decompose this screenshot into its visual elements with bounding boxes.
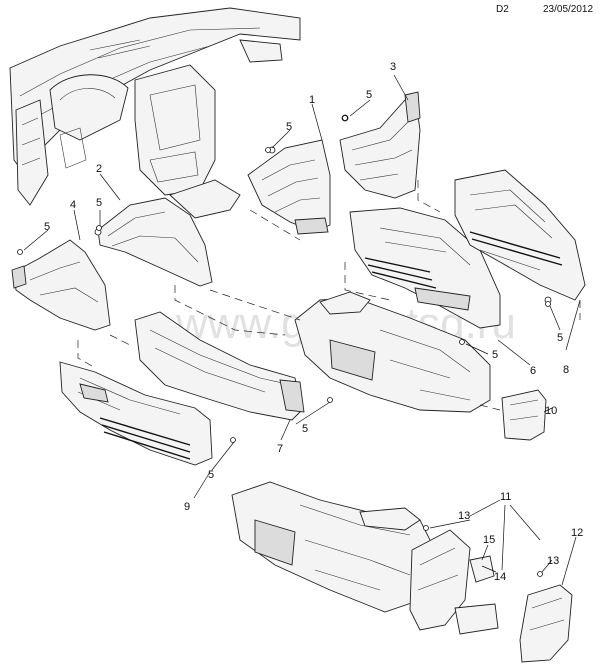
callout-8: 8 xyxy=(563,364,569,376)
callout-5-c: 5 xyxy=(96,197,102,209)
part-1-bracket xyxy=(247,139,331,235)
callout-5-h: 5 xyxy=(208,469,214,481)
sheet-date: 23/05/2012 xyxy=(543,4,594,15)
part-10-end-cap xyxy=(501,389,547,441)
clip-icon xyxy=(342,115,348,121)
clip-icon xyxy=(265,147,271,153)
callout-5-b: 5 xyxy=(366,89,372,101)
callout-15: 15 xyxy=(483,534,495,546)
part-14-end-trim xyxy=(409,529,499,635)
instrument-panel xyxy=(9,7,301,219)
callout-4: 4 xyxy=(70,199,76,211)
callout-6: 6 xyxy=(530,365,536,377)
clip-icon xyxy=(17,249,23,255)
callout-13-b: 13 xyxy=(547,555,559,567)
callout-5-d: 5 xyxy=(44,221,50,233)
clip-icon xyxy=(230,437,236,443)
clip-icon xyxy=(327,397,333,403)
clip-icon xyxy=(459,339,465,345)
callout-11: 11 xyxy=(500,491,511,503)
part-3-bracket xyxy=(339,91,421,199)
callout-5-g: 5 xyxy=(302,423,308,435)
part-2-trim xyxy=(94,197,213,287)
callout-13-a: 13 xyxy=(458,510,470,522)
fastener-clips xyxy=(17,115,551,577)
clip-icon xyxy=(423,525,429,531)
leader-lines xyxy=(23,74,581,586)
clip-icon xyxy=(537,571,543,577)
callout-3: 3 xyxy=(390,61,396,73)
callout-10: 10 xyxy=(545,405,557,417)
center-console-lower xyxy=(231,481,441,613)
callout-14: 14 xyxy=(494,571,506,583)
callout-5-a: 5 xyxy=(286,121,292,133)
callout-2: 2 xyxy=(96,163,102,175)
callout-1: 1 xyxy=(309,94,315,106)
clip-icon xyxy=(545,301,551,307)
part-7-lower-panel xyxy=(134,311,305,421)
dashed-assembly-lines xyxy=(77,180,581,411)
sheet-code: D2 xyxy=(496,4,509,15)
clip-icon xyxy=(96,225,102,231)
part-4-bolster xyxy=(11,239,111,331)
part-9-lower-panel xyxy=(59,361,213,466)
callout-7: 7 xyxy=(277,443,283,455)
callout-5-e: 5 xyxy=(557,332,563,344)
center-console-upper xyxy=(294,291,491,413)
part-8-side-panel xyxy=(454,169,586,304)
callout-12: 12 xyxy=(571,527,583,539)
part-12-end-trim xyxy=(519,584,573,663)
callout-labels: 1 5 3 5 2 5 4 5 5 8 5 6 10 5 7 5 9 11 13… xyxy=(44,61,583,583)
callout-5-f: 5 xyxy=(492,349,498,361)
callout-9: 9 xyxy=(184,501,190,513)
part-6-side-panel xyxy=(349,207,501,329)
